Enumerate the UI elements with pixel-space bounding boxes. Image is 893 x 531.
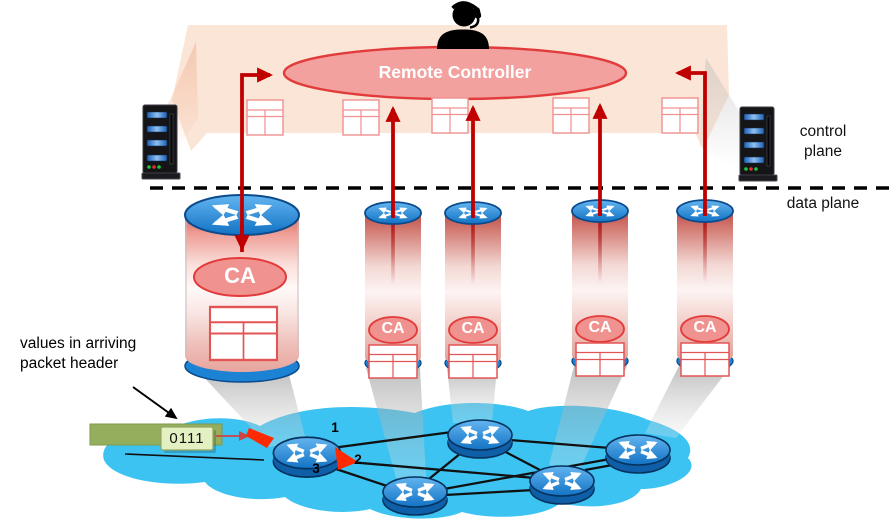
switch-cylinder-1 bbox=[184, 194, 300, 383]
access-link bbox=[124, 453, 265, 461]
router-icon-4 bbox=[606, 435, 670, 473]
flow-table-icon-1 bbox=[246, 99, 284, 136]
network-link bbox=[337, 459, 536, 480]
packet bbox=[89, 423, 223, 453]
ca-badge-5 bbox=[680, 315, 730, 343]
switch-cylinder-2 bbox=[364, 201, 422, 379]
ca-badge-2 bbox=[368, 316, 418, 344]
network-link bbox=[509, 438, 611, 450]
shadow-cone-1 bbox=[198, 371, 306, 447]
controller-arrows bbox=[234, 65, 707, 252]
port-label-3: 3 bbox=[312, 461, 320, 476]
server-tower-icon-left bbox=[141, 104, 181, 180]
server-tower-icon-right bbox=[738, 106, 778, 182]
network-link bbox=[329, 465, 391, 489]
note-pointer-arrow bbox=[132, 386, 178, 420]
data-plane-label: data plane bbox=[786, 195, 860, 212]
port2-output-arrow bbox=[335, 447, 358, 470]
router-icon-2 bbox=[448, 420, 512, 458]
switch-cylinder-4 bbox=[571, 199, 629, 377]
shadow-cone-5 bbox=[645, 366, 731, 438]
network-links bbox=[124, 430, 619, 497]
flow-table-icon-5 bbox=[661, 97, 699, 134]
operator-icon bbox=[437, 1, 489, 49]
packet-entering-arrow bbox=[246, 428, 274, 448]
controller-arrow-down-1 bbox=[240, 67, 274, 252]
switch-cylinder-3 bbox=[444, 201, 502, 379]
flow-table-icon-3 bbox=[431, 97, 469, 134]
controller-arrow-up-5 bbox=[674, 65, 707, 216]
router-icon-1 bbox=[273, 437, 340, 477]
ca-label-3: CA bbox=[461, 320, 485, 337]
switch-cylinder-5 bbox=[676, 199, 734, 377]
packet-header-note: values in arriving packet header bbox=[20, 335, 137, 372]
router-icon-5 bbox=[383, 477, 447, 515]
shadow-cone-4 bbox=[549, 366, 627, 467]
packet-bits: 0111 bbox=[169, 430, 205, 447]
shadow-cone-3 bbox=[447, 368, 497, 423]
network-link bbox=[331, 430, 453, 450]
ca-badge-1 bbox=[193, 257, 287, 297]
ca-badge-3 bbox=[448, 316, 498, 344]
router-icon-3 bbox=[530, 466, 594, 504]
control-plane-label: control plane bbox=[799, 123, 847, 160]
ca-label-4: CA bbox=[588, 319, 612, 336]
network-link bbox=[443, 457, 611, 491]
network-link bbox=[444, 488, 535, 497]
ca-badge-4 bbox=[575, 315, 625, 343]
ca-label-5: CA bbox=[693, 319, 717, 336]
ca-label-2: CA bbox=[381, 320, 405, 337]
port-label-2: 2 bbox=[354, 452, 362, 467]
packet-bits-field bbox=[160, 426, 214, 451]
flow-table-icon-4 bbox=[552, 97, 590, 134]
shadow-cone-2 bbox=[366, 368, 426, 478]
port-label-1: 1 bbox=[331, 420, 339, 435]
ca-label-1: CA bbox=[224, 263, 256, 288]
flow-table-icon-2 bbox=[342, 99, 380, 136]
remote-controller-label: Remote Controller bbox=[378, 62, 532, 82]
